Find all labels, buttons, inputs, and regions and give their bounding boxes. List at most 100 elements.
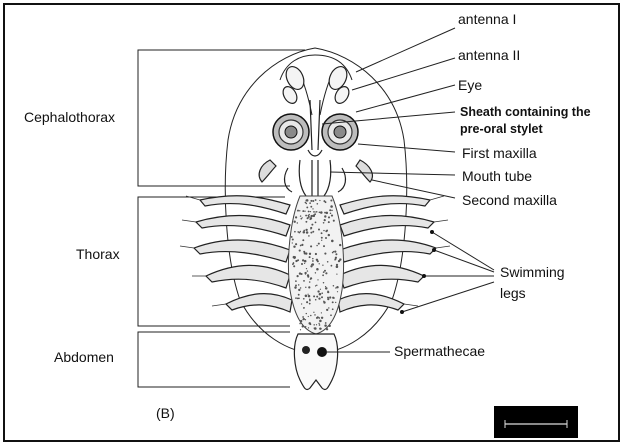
stipple-dot — [327, 261, 329, 263]
stipple-dot — [293, 256, 296, 259]
stipple-dot — [327, 291, 329, 293]
stipple-dot — [291, 236, 293, 238]
first-maxilla-right — [356, 160, 372, 182]
stipple-dot — [332, 297, 334, 299]
leg-right-2 — [340, 216, 434, 236]
stipple-dot — [319, 320, 322, 323]
stipple-dot — [312, 264, 314, 266]
stipple-dot — [321, 292, 323, 294]
stipple-dot — [336, 265, 339, 268]
eye-left-inner — [285, 126, 297, 138]
stipple-dot — [314, 314, 316, 316]
stipple-dot — [316, 296, 318, 298]
spermatheca-left — [302, 346, 310, 354]
abdomen-outline — [294, 334, 337, 390]
stipple-dot — [297, 222, 298, 223]
stipple-dot — [315, 299, 317, 301]
seta — [180, 246, 194, 248]
spermatheca-right — [317, 347, 327, 357]
stipple-dot — [293, 245, 295, 247]
stipple-dot — [328, 325, 330, 327]
stipple-dot — [309, 303, 311, 305]
stipple-dot — [315, 222, 317, 224]
stipple-dot — [305, 326, 306, 327]
stipple-dot — [305, 295, 308, 298]
label-swimming-line2: legs — [500, 285, 526, 301]
stipple-dot — [301, 263, 303, 265]
stipple-dot — [300, 320, 302, 322]
stipple-dot — [309, 202, 311, 204]
stipple-dot — [339, 244, 341, 246]
stipple-dot — [295, 216, 297, 218]
mouth-parts — [259, 100, 372, 200]
stipple-dot — [331, 215, 333, 217]
stipple-dot — [312, 208, 313, 209]
stipple-dot — [323, 230, 324, 231]
stipple-dot — [308, 322, 310, 324]
stipple-dot — [305, 252, 307, 254]
stipple-dot — [304, 263, 305, 264]
stipple-dot — [312, 231, 314, 233]
stipple-dot — [305, 221, 307, 223]
stipple-dot — [295, 285, 297, 287]
stipple-dot — [302, 239, 304, 241]
stipple-dot — [320, 328, 321, 329]
region-cephalothorax: Cephalothorax — [24, 109, 115, 125]
stipple-dot — [309, 298, 311, 300]
stipple-dot — [310, 206, 312, 208]
seta — [430, 196, 444, 200]
leader-legs-1 — [432, 232, 494, 270]
label-second-maxilla: Second maxilla — [462, 192, 557, 208]
thorax-bracket — [138, 197, 290, 326]
stipple-dot — [298, 284, 300, 286]
stipple-dot — [331, 210, 333, 212]
leg-left-3 — [194, 240, 290, 262]
leg-right-4 — [340, 265, 424, 288]
stipple-dot — [323, 301, 325, 303]
antennae — [280, 64, 351, 106]
stipple-dot — [335, 302, 336, 303]
label-mouth-tube: Mouth tube — [462, 168, 532, 184]
stipple-dot — [305, 215, 307, 217]
stipple-dot — [310, 265, 312, 267]
stipple-dot — [316, 268, 319, 271]
stipple-dot — [293, 265, 295, 267]
seta — [436, 246, 450, 248]
stipple-dot — [329, 209, 331, 211]
seta — [182, 220, 196, 222]
leg-left-1 — [200, 196, 290, 214]
stipple-dot — [299, 323, 301, 325]
stipple-dot — [295, 280, 297, 282]
stipple-dot — [299, 210, 300, 211]
stipple-dot — [319, 293, 322, 296]
leader-antenna-1 — [356, 28, 455, 72]
stipple-dot — [335, 287, 336, 288]
stipple-dot — [315, 199, 317, 201]
label-antenna-2: antenna II — [458, 47, 520, 63]
stipple-dot — [324, 324, 327, 327]
stipple-dot — [314, 327, 317, 330]
stipple-dot — [313, 211, 315, 213]
stipple-dot — [292, 238, 294, 240]
stipple-dot — [301, 244, 303, 246]
label-sheath-line2: pre-oral stylet — [460, 122, 544, 136]
stipple-dot — [316, 324, 317, 325]
stipple-dot — [325, 322, 327, 324]
stipple-dot — [306, 301, 308, 303]
second-maxilla-right — [338, 168, 345, 192]
stipple-dot — [324, 270, 326, 272]
stipple-dot — [333, 220, 335, 222]
stipple-dot — [303, 280, 305, 282]
stipple-dot — [311, 224, 313, 226]
stipple-dot — [328, 234, 330, 236]
leader-first-maxilla — [358, 144, 455, 152]
stipple-dot — [299, 250, 301, 252]
stipple-dot — [317, 203, 319, 205]
eye-right-inner — [334, 126, 346, 138]
stipple-dot — [308, 316, 309, 317]
second-maxilla-left — [285, 168, 292, 192]
stipple-dot — [305, 273, 306, 274]
stipple-dot — [318, 228, 320, 230]
stipple-dot — [308, 235, 310, 237]
leg-right-5 — [338, 294, 404, 312]
